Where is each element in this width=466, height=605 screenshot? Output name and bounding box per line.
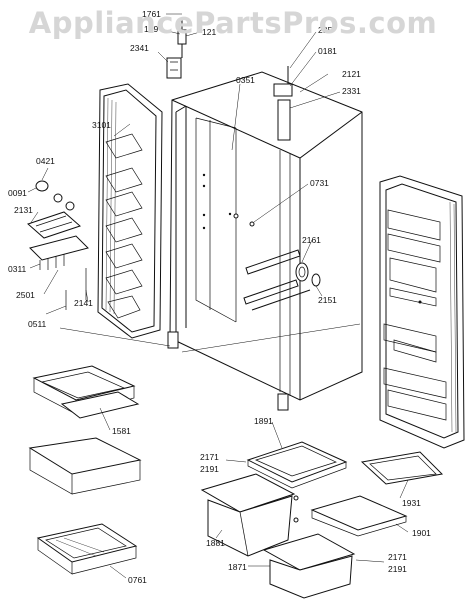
label-121: 121 — [202, 27, 216, 37]
refrigerator-cabinet — [166, 20, 363, 411]
label-0181: 0181 — [318, 46, 337, 56]
label-2121: 2121 — [342, 69, 361, 79]
label-2171-top: 2171 — [200, 452, 219, 462]
label-0731: 0731 — [310, 178, 329, 188]
label-1581: 1581 — [112, 426, 131, 436]
label-2171-bottom: 2171 — [388, 552, 407, 562]
part-labels: 1761 159 121 2341 235 0181 2121 2331 035… — [8, 9, 431, 585]
label-2141: 2141 — [74, 298, 93, 308]
label-0421: 0421 — [36, 156, 55, 166]
label-2151: 2151 — [318, 295, 337, 305]
label-2501: 2501 — [16, 290, 35, 300]
label-0091: 0091 — [8, 188, 27, 198]
label-2131: 2131 — [14, 205, 33, 215]
label-1901: 1901 — [412, 528, 431, 538]
label-2331: 2331 — [342, 86, 361, 96]
label-1931: 1931 — [402, 498, 421, 508]
label-1871: 1871 — [228, 562, 247, 572]
label-0351: 0351 — [236, 75, 255, 85]
label-3101: 3101 — [92, 120, 111, 130]
freezer-shelves — [28, 365, 142, 575]
label-2191-bottom: 2191 — [388, 564, 407, 574]
label-2161: 2161 — [302, 235, 321, 245]
leader-lines — [27, 13, 409, 579]
label-0511: 0511 — [28, 319, 47, 329]
label-2191-top: 2191 — [200, 464, 219, 474]
fresh-food-door — [379, 175, 465, 449]
freezer-door — [97, 83, 163, 339]
label-0761: 0761 — [128, 575, 147, 585]
label-1881: 1881 — [206, 538, 225, 548]
label-0311: 0311 — [8, 264, 27, 274]
label-1761: 1761 — [142, 9, 161, 19]
light-assembly — [27, 180, 89, 310]
fresh-food-shelves — [200, 441, 444, 599]
label-1591: 159 — [144, 24, 158, 34]
label-2341: 2341 — [130, 43, 149, 53]
label-2351: 235 — [318, 25, 332, 35]
watermark: AppliancePartsPros.com — [28, 6, 438, 40]
label-1891: 1891 — [254, 416, 273, 426]
